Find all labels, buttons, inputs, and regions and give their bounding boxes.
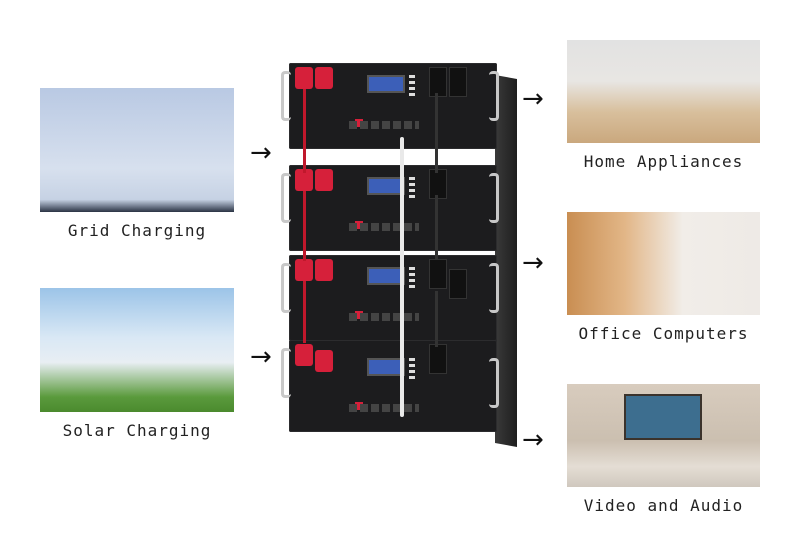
battery-module bbox=[281, 165, 499, 251]
rj45-ports bbox=[349, 223, 419, 231]
module-handle bbox=[489, 263, 499, 313]
grid-charging-image bbox=[40, 88, 234, 212]
module-handle bbox=[489, 173, 499, 223]
grid-charging-label: Grid Charging bbox=[67, 221, 207, 240]
red-power-cable bbox=[303, 89, 306, 173]
power-plug bbox=[429, 67, 447, 97]
module-handle bbox=[281, 263, 291, 313]
power-plug bbox=[429, 344, 447, 374]
battery-rack bbox=[281, 55, 520, 455]
battery-module bbox=[281, 255, 499, 341]
module-handle bbox=[281, 173, 291, 223]
lcd-display bbox=[367, 358, 405, 376]
module-handle bbox=[489, 71, 499, 121]
arrow-right-icon: → bbox=[522, 84, 544, 114]
power-plug bbox=[449, 67, 467, 97]
arrow-right-icon: → bbox=[250, 342, 272, 372]
battery-module bbox=[281, 340, 499, 432]
status-leds bbox=[409, 358, 415, 380]
red-power-cable bbox=[303, 191, 306, 261]
status-leds bbox=[409, 75, 415, 97]
tv-screen bbox=[624, 394, 702, 440]
office-computers-label: Office Computers bbox=[578, 324, 749, 343]
positive-terminal bbox=[295, 344, 313, 366]
black-power-cable bbox=[435, 195, 438, 259]
negative-terminal bbox=[315, 67, 333, 89]
power-plug bbox=[429, 169, 447, 199]
power-plug bbox=[429, 259, 447, 289]
red-power-cable bbox=[303, 281, 306, 343]
solar-charging-image bbox=[40, 288, 234, 412]
module-handle bbox=[281, 348, 291, 398]
status-leds bbox=[409, 177, 415, 199]
module-handle bbox=[281, 71, 291, 121]
black-power-cable bbox=[435, 291, 438, 347]
arrow-right-icon: → bbox=[250, 138, 272, 168]
negative-terminal bbox=[315, 169, 333, 191]
arrow-right-icon: → bbox=[522, 425, 544, 455]
lcd-display bbox=[367, 267, 405, 285]
positive-terminal bbox=[295, 67, 313, 89]
office-computers-image bbox=[567, 212, 760, 315]
home-appliances-label: Home Appliances bbox=[583, 152, 744, 171]
module-handle bbox=[489, 358, 499, 408]
home-appliances-image bbox=[567, 40, 760, 143]
battery-module bbox=[281, 63, 499, 149]
solar-charging-label: Solar Charging bbox=[62, 421, 212, 440]
status-leds bbox=[409, 267, 415, 289]
rj45-ports bbox=[349, 121, 419, 129]
rj45-ports bbox=[349, 404, 419, 412]
arrow-right-icon: → bbox=[522, 248, 544, 278]
negative-terminal bbox=[315, 259, 333, 281]
video-and-audio-image bbox=[567, 384, 760, 487]
black-power-cable bbox=[435, 93, 438, 173]
negative-terminal bbox=[315, 350, 333, 372]
positive-terminal bbox=[295, 259, 313, 281]
power-plug bbox=[449, 269, 467, 299]
white-communication-cable bbox=[400, 137, 404, 417]
lcd-display bbox=[367, 75, 405, 93]
rj45-ports bbox=[349, 313, 419, 321]
lcd-display bbox=[367, 177, 405, 195]
video-and-audio-label: Video and Audio bbox=[583, 496, 744, 515]
positive-terminal bbox=[295, 169, 313, 191]
